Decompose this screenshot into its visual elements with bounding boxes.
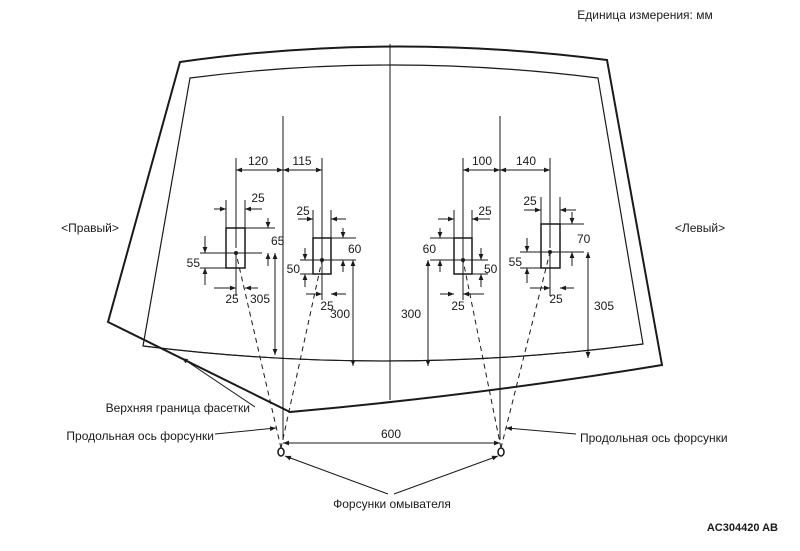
- dim-60: 60: [348, 242, 362, 256]
- dim-115: 115: [292, 154, 311, 168]
- figure-code: AC304420 AB: [707, 522, 778, 534]
- washer-nozzle-right: [277, 447, 285, 457]
- dim-25: 25: [320, 299, 334, 313]
- callout-leader: [214, 426, 277, 435]
- dim-305: 305: [250, 292, 270, 306]
- dim-140: 140: [516, 154, 536, 168]
- side-label-left: <Левый>: [675, 221, 725, 235]
- side-label-right: <Правый>: [61, 221, 119, 235]
- nozzle-axis-label-right: Продольная ось форсунки: [580, 431, 728, 445]
- callout-leader: [393, 455, 499, 495]
- windshield-outer-edge: [106, 45, 664, 414]
- dim-65: 65: [271, 234, 285, 248]
- dim-25: 25: [549, 292, 563, 306]
- callout-leader: [181, 357, 256, 408]
- dim-305: 305: [594, 299, 614, 313]
- callout-leader: [284, 455, 389, 495]
- dim-25: 25: [523, 194, 537, 208]
- spray-line: [462, 259, 502, 449]
- dim-50: 50: [287, 262, 301, 276]
- nozzle-axis-label-left: Продольная ось форсунки: [66, 429, 214, 443]
- spray-line: [500, 251, 551, 449]
- callout-leader: [505, 426, 577, 435]
- dim-70: 70: [577, 232, 591, 246]
- dim-600: 600: [381, 427, 401, 441]
- dim-25: 25: [478, 204, 492, 218]
- dim-120: 120: [248, 154, 268, 168]
- dim-50: 50: [484, 262, 498, 276]
- dim-55: 55: [187, 256, 201, 270]
- spray-line: [235, 252, 282, 449]
- dim-25: 25: [251, 191, 265, 205]
- dim-60: 60: [423, 242, 437, 256]
- spray-line: [280, 259, 323, 449]
- facet-upper-edge: [142, 343, 644, 362]
- dim-25: 25: [296, 204, 310, 218]
- dim-300: 300: [401, 307, 421, 321]
- dim-25: 25: [451, 299, 465, 313]
- dim-300: 300: [330, 307, 350, 321]
- dim-100: 100: [472, 154, 492, 168]
- dim-25: 25: [225, 292, 239, 306]
- dim-55: 55: [509, 255, 523, 269]
- washer-nozzles-label: Форсунки омывателя: [333, 497, 451, 511]
- windshield-inner-edge: [142, 64, 644, 362]
- units-note: Единица измерения: мм: [577, 8, 712, 22]
- facet-boundary-label: Верхняя граница фасетки: [106, 401, 250, 415]
- washer-nozzle-left: [497, 447, 505, 457]
